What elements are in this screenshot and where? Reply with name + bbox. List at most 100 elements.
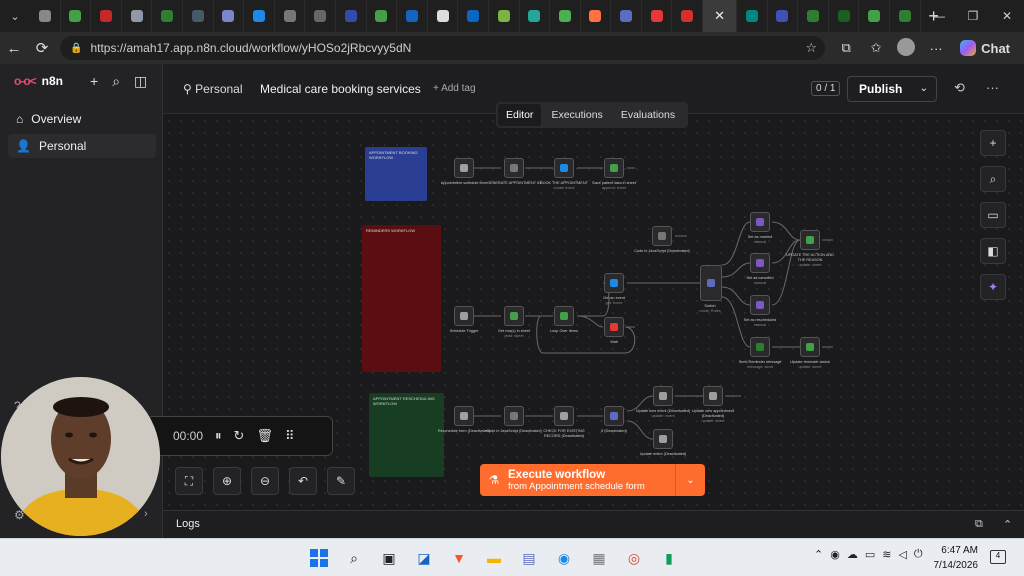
browser-tab[interactable] bbox=[550, 0, 581, 32]
browser-tab[interactable] bbox=[581, 0, 612, 32]
tab-editor[interactable]: Editor bbox=[498, 104, 542, 126]
workflow-node[interactable] bbox=[554, 406, 574, 426]
close-window-icon[interactable]: ✕ bbox=[1001, 9, 1013, 23]
workflow-node[interactable] bbox=[703, 386, 723, 406]
workflow-node[interactable] bbox=[750, 212, 770, 232]
wifi-icon[interactable]: ≋ bbox=[882, 549, 892, 561]
battery-icon[interactable]: ▭ bbox=[864, 549, 876, 561]
workflow-node[interactable] bbox=[454, 406, 474, 426]
browser-tab[interactable] bbox=[397, 0, 428, 32]
power-icon[interactable]: ⏻ bbox=[913, 548, 923, 560]
more-dots-icon[interactable]: ··· bbox=[986, 80, 999, 95]
expand-chevron-icon[interactable]: › bbox=[144, 508, 148, 520]
workflow-node[interactable] bbox=[653, 429, 673, 449]
workflow-node[interactable] bbox=[504, 406, 524, 426]
browser-tab[interactable] bbox=[737, 0, 768, 32]
workflow-node[interactable] bbox=[604, 158, 624, 178]
chrome-icon[interactable]: ◎ bbox=[627, 549, 641, 566]
sticky-note[interactable]: REMINDERS WORKFLOW bbox=[362, 225, 441, 372]
workflow-name[interactable]: Medical care booking services bbox=[260, 82, 421, 96]
workflow-node[interactable] bbox=[454, 306, 474, 326]
logs-panel[interactable]: Logs ⧉ ⌃ bbox=[163, 510, 1024, 538]
zoom-out-icon[interactable]: ⊖ bbox=[251, 467, 279, 495]
browser-tab[interactable] bbox=[244, 0, 275, 32]
chevron-up-icon[interactable]: ⌃ bbox=[814, 549, 824, 561]
history-icon[interactable]: ⟲ bbox=[954, 80, 965, 95]
meet-icon[interactable]: ◉ bbox=[830, 549, 840, 561]
workflow-node[interactable] bbox=[652, 226, 672, 246]
browser-tab[interactable] bbox=[890, 0, 921, 32]
publish-button[interactable]: Publish ⌄ bbox=[847, 76, 937, 102]
task-view-icon[interactable]: ▣ bbox=[382, 549, 396, 566]
chevron-down-icon[interactable]: ⌄ bbox=[675, 464, 705, 496]
favorite-star-icon[interactable]: ☆ bbox=[805, 40, 817, 55]
sticky-note[interactable]: APPOINTMENT RESCHEDULING WORKFLOW bbox=[369, 393, 444, 477]
workflow-node[interactable] bbox=[750, 295, 770, 315]
zoom-in-icon[interactable]: ⊕ bbox=[213, 467, 241, 495]
search-icon[interactable]: ⌕ bbox=[350, 549, 358, 566]
volume-icon[interactable]: ◁ bbox=[898, 549, 907, 561]
back-arrow-icon[interactable]: ← bbox=[6, 39, 22, 57]
pop-out-icon[interactable]: ⧉ bbox=[975, 518, 983, 530]
file-explorer-icon[interactable]: ▬ bbox=[487, 550, 501, 566]
delete-trash-icon[interactable]: 🗑 bbox=[256, 428, 273, 443]
brand[interactable]: o-o< n8n bbox=[14, 74, 63, 88]
workflow-node[interactable] bbox=[750, 253, 770, 273]
store-icon[interactable]: ▦ bbox=[592, 549, 606, 566]
favorites-icon[interactable]: ✩ bbox=[870, 40, 882, 55]
chevron-down-icon[interactable]: ⌄ bbox=[919, 83, 928, 94]
minimize-icon[interactable]: — bbox=[933, 9, 945, 23]
chevron-up-icon[interactable]: ⌃ bbox=[1003, 519, 1013, 531]
browser-tab[interactable] bbox=[214, 0, 245, 32]
workflow-node[interactable] bbox=[554, 306, 574, 326]
browser-tab[interactable] bbox=[642, 0, 673, 32]
browser-tab[interactable] bbox=[768, 0, 799, 32]
create-plus-icon[interactable]: + bbox=[90, 73, 99, 89]
copilot-chat-button[interactable]: Chat bbox=[954, 40, 1016, 56]
sticky-note-icon[interactable]: ▭ bbox=[980, 202, 1006, 228]
browser-tab[interactable] bbox=[122, 0, 153, 32]
url-field[interactable]: 🔒 https://amah17.app.n8n.cloud/workflow/… bbox=[60, 36, 825, 60]
browser-tab[interactable] bbox=[859, 0, 891, 32]
add-tag-button[interactable]: + Add tag bbox=[433, 83, 476, 94]
execute-workflow-button[interactable]: ⚗ Execute workflow from Appointment sche… bbox=[480, 464, 705, 496]
workflow-node[interactable] bbox=[800, 230, 820, 250]
workflow-node[interactable] bbox=[504, 158, 524, 178]
workflow-canvas[interactable]: Editor Executions Evaluations bbox=[163, 102, 1024, 510]
edge-browser-icon[interactable]: ◉ bbox=[557, 549, 571, 566]
add-node-plus-icon[interactable]: + bbox=[980, 130, 1006, 156]
workflow-node[interactable] bbox=[700, 265, 722, 301]
notification-badge[interactable]: 4 bbox=[990, 550, 1006, 564]
new-tab-plus-icon[interactable]: + bbox=[928, 5, 939, 26]
tidy-up-icon[interactable]: ✎ bbox=[327, 467, 355, 495]
browser-tab[interactable] bbox=[367, 0, 398, 32]
browser-tab[interactable] bbox=[611, 0, 642, 32]
workflow-node[interactable] bbox=[504, 306, 524, 326]
workflow-node[interactable] bbox=[604, 406, 624, 426]
widgets-icon[interactable]: ◪ bbox=[417, 549, 431, 566]
more-dots-icon[interactable]: ··· bbox=[929, 40, 943, 56]
browser-tab[interactable] bbox=[30, 0, 61, 32]
browser-tab[interactable] bbox=[672, 0, 704, 32]
restart-icon[interactable]: ↻ bbox=[233, 428, 245, 443]
workflow-node[interactable] bbox=[800, 337, 820, 357]
browser-tab[interactable] bbox=[520, 0, 551, 32]
browser-tab[interactable] bbox=[305, 0, 336, 32]
browser-tab[interactable] bbox=[91, 0, 122, 32]
ai-sparkle-icon[interactable]: ✦ bbox=[980, 274, 1006, 300]
tab-evaluations[interactable]: Evaluations bbox=[620, 109, 676, 121]
extensions-icon[interactable]: ⧉ bbox=[841, 40, 851, 55]
site-info-icon[interactable]: 🔒 bbox=[70, 42, 83, 54]
workflow-node[interactable] bbox=[454, 158, 474, 178]
panel-toggle-icon[interactable]: ◧ bbox=[980, 238, 1006, 264]
start-windows-icon[interactable] bbox=[306, 545, 332, 571]
workflow-node[interactable] bbox=[604, 317, 624, 337]
browser-tab[interactable] bbox=[61, 0, 92, 32]
tab-executions[interactable]: Executions bbox=[551, 109, 603, 121]
search-icon[interactable]: ⌕ bbox=[112, 73, 121, 89]
workflow-node[interactable] bbox=[604, 273, 624, 293]
drag-handle-icon[interactable]: ⠿ bbox=[284, 428, 295, 443]
workflow-node[interactable] bbox=[750, 337, 770, 357]
photos-icon[interactable]: ▤ bbox=[522, 549, 536, 566]
sheets-app-icon[interactable]: ▮ bbox=[665, 549, 673, 566]
